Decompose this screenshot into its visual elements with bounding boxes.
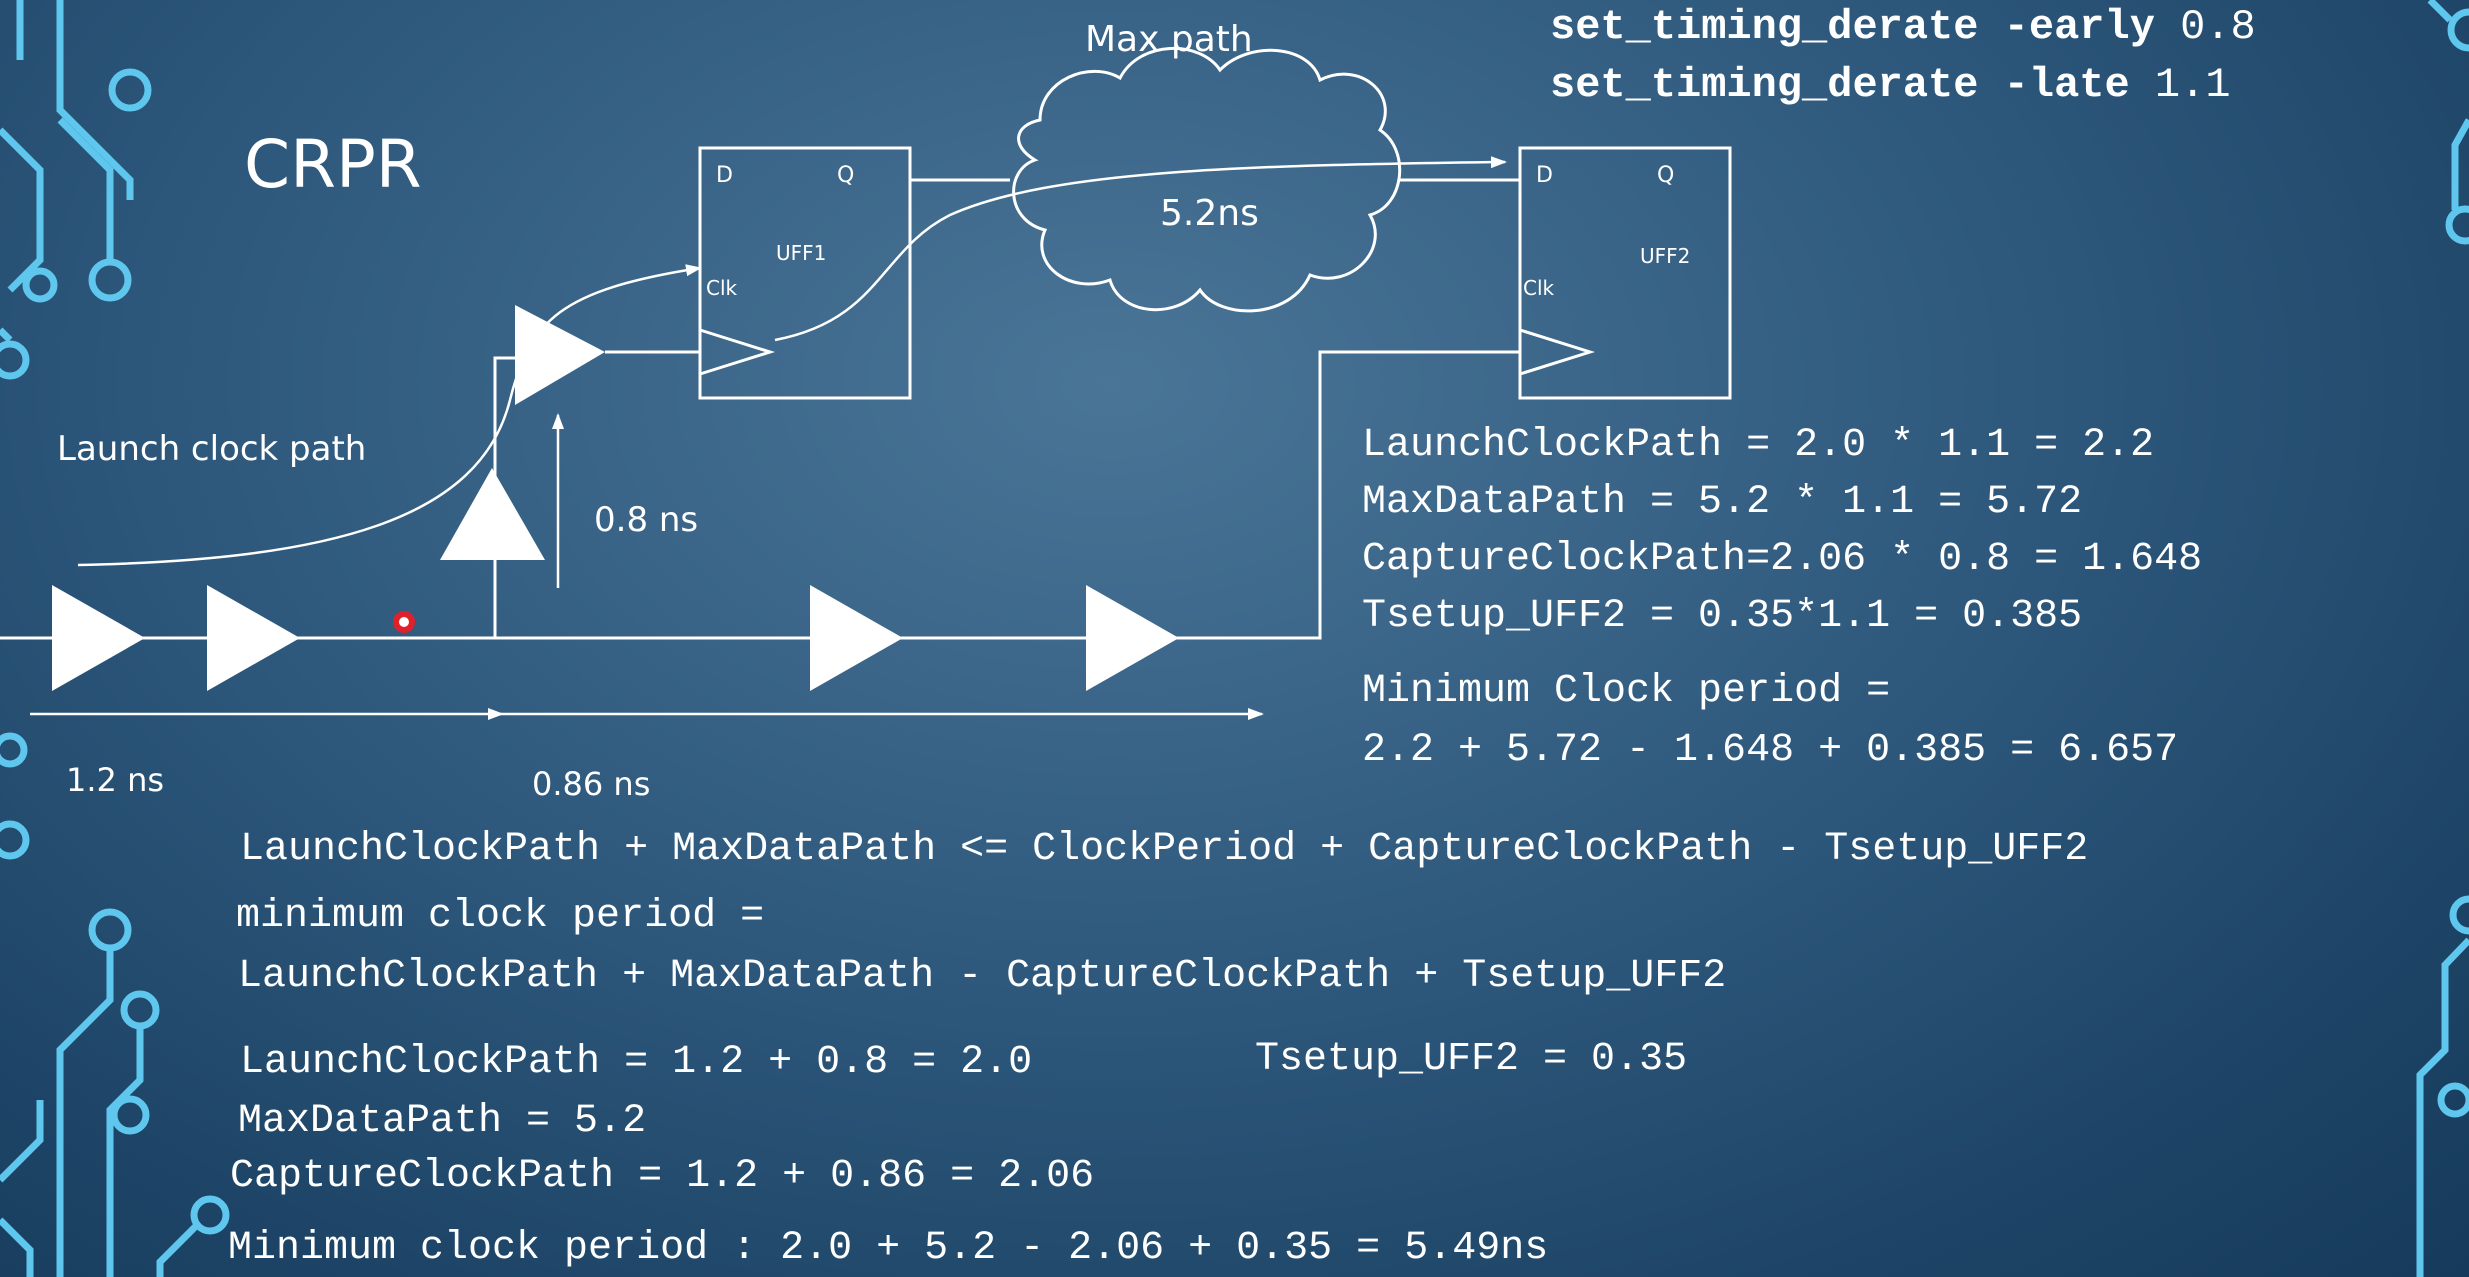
timing-arrows <box>30 156 1507 720</box>
launch-clock-arc <box>77 264 702 567</box>
tsetup-value: Tsetup_UFF2 = 0.35 <box>1255 1037 1688 1082</box>
seg1-delay-label: 1.2 ns <box>66 761 165 799</box>
launch-clock-path-label: Launch clock path <box>57 429 367 469</box>
main-clock-wire <box>0 350 1520 640</box>
uff2-name: UFF2 <box>1640 244 1691 268</box>
slide-title: CRPR <box>244 126 422 203</box>
uff1-clk-pin: Clk <box>706 276 738 300</box>
circuit-decoration-right <box>2416 0 2469 1277</box>
uff1-d-pin: D <box>716 163 733 188</box>
buffer-launch <box>515 305 605 405</box>
buffer-branch-up <box>440 468 545 560</box>
derated-min-period-result: 2.2 + 5.72 - 1.648 + 0.385 = 6.657 <box>1362 728 2179 773</box>
capture-clock-path-value: CaptureClockPath = 1.2 + 0.86 = 2.06 <box>230 1154 1095 1199</box>
derate-early-value: 0.8 <box>2180 3 2256 51</box>
buffer-1 <box>52 585 145 691</box>
launch-clock-path-value: LaunchClockPath = 1.2 + 0.8 = 2.0 <box>240 1040 1033 1085</box>
min-clock-period-result: Minimum clock period : 2.0 + 5.2 - 2.06 … <box>228 1226 1549 1271</box>
cloud-label: Max path <box>1085 19 1253 60</box>
seg2-delay-label: 0.86 ns <box>532 765 651 803</box>
uff2-d-pin: D <box>1536 163 1553 188</box>
derate-early-line: set_timing_derate -early 0.8 <box>1550 6 2256 48</box>
flip-flops <box>698 146 1732 400</box>
derated-min-period-label: Minimum Clock period = <box>1362 669 1891 714</box>
buffer-3 <box>810 585 903 691</box>
buffer-4 <box>1086 585 1179 691</box>
min-period-label: minimum clock period = <box>236 894 765 939</box>
derated-tsetup-line: Tsetup_UFF2 = 0.35*1.1 = 0.385 <box>1362 594 2083 639</box>
branch-delay-label: 0.8 ns <box>594 500 699 540</box>
clock-buffers <box>52 305 1179 691</box>
uff1-q-pin: Q <box>837 163 855 188</box>
uff2-clk-pin: Clk <box>1523 276 1555 300</box>
min-period-formula: LaunchClockPath + MaxDataPath - CaptureC… <box>238 954 1727 999</box>
uff2-q-pin: Q <box>1657 163 1675 188</box>
data-path-arc <box>774 156 1507 342</box>
pointer-dot <box>393 611 415 633</box>
wires <box>0 178 1520 640</box>
max-path-cloud <box>1012 47 1402 313</box>
cloud-delay: 5.2ns <box>1160 193 1259 234</box>
derate-early-command: set_timing_derate -early <box>1550 3 2155 51</box>
derated-maxdata-line: MaxDataPath = 5.2 * 1.1 = 5.72 <box>1362 480 2083 525</box>
derated-capture-line: CaptureClockPath=2.06 * 0.8 = 1.648 <box>1362 537 2203 582</box>
uff2-box <box>1518 146 1732 400</box>
circuit-decoration-left <box>0 0 230 1277</box>
derate-late-line: set_timing_derate -late 1.1 <box>1550 64 2231 106</box>
max-data-path-value: MaxDataPath = 5.2 <box>238 1099 647 1144</box>
derate-late-command: set_timing_derate -late <box>1550 61 2130 109</box>
uff1-name: UFF1 <box>776 241 827 265</box>
setup-inequality: LaunchClockPath + MaxDataPath <= ClockPe… <box>240 827 2089 872</box>
derate-late-value: 1.1 <box>2154 61 2231 109</box>
derated-launch-line: LaunchClockPath = 2.0 * 1.1 = 2.2 <box>1362 423 2155 468</box>
buffer-2 <box>207 585 300 691</box>
